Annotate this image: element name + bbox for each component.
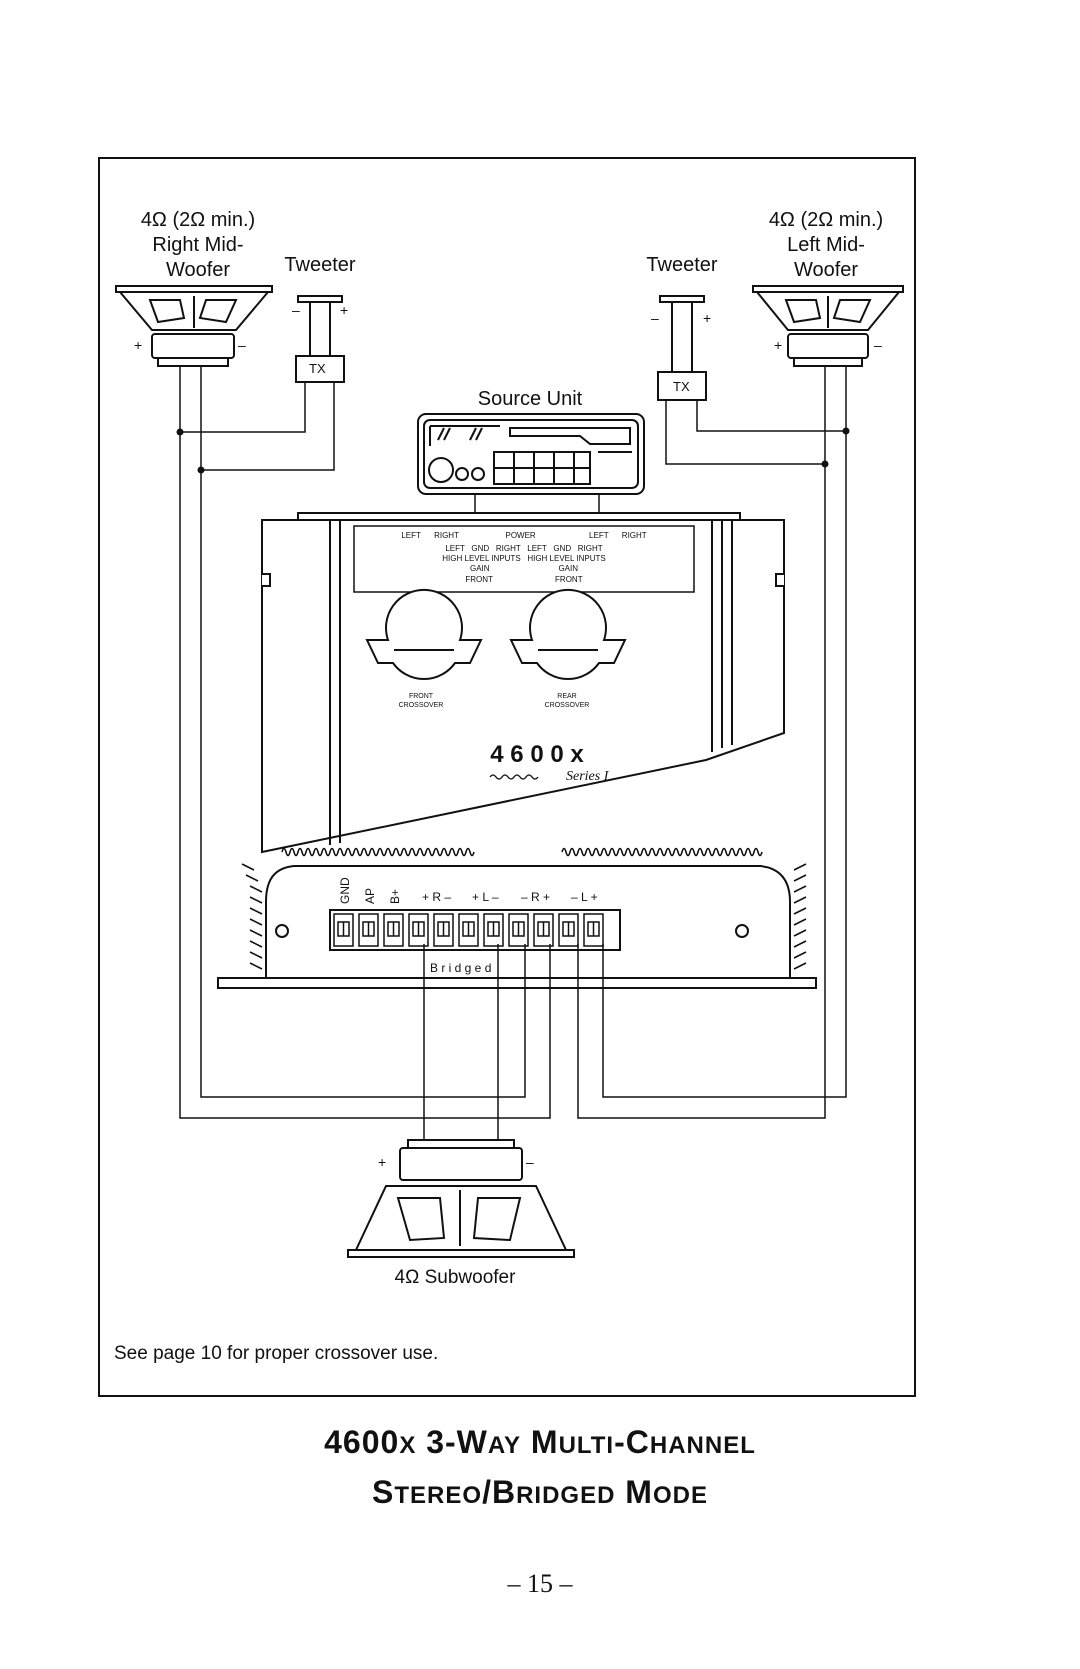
front-crossover-label-2: CROSSOVER [399, 702, 444, 709]
right-midwoofer-name-1: Right Mid- [152, 234, 244, 256]
title-segment: AY [487, 1432, 522, 1459]
title-segment: ODE [652, 1482, 708, 1509]
right-tweeter-icon [295, 295, 345, 383]
title-segment: X [399, 1432, 417, 1459]
right-tweeter-plus: + [340, 302, 349, 318]
right-tweeter-label: Tweeter [284, 254, 356, 276]
subwoofer-plus: + [378, 1154, 387, 1170]
left-tweeter-tx: TX [673, 379, 690, 394]
diagram-frame [98, 157, 916, 1397]
speaker-wires [179, 366, 847, 1140]
left-midwoofer-icon [752, 285, 904, 367]
left-midwoofer-minus: – [874, 337, 882, 353]
terminal-l1-label: + L – [472, 890, 499, 904]
amp-panel-row3: HIGH LEVEL INPUTS HIGH LEVEL INPUTS [442, 554, 605, 563]
front-crossover-label-1: FRONT [409, 693, 434, 700]
subwoofer-icon [347, 1139, 575, 1258]
terminal-gnd-label: GND [338, 877, 352, 904]
heatsink-fins [241, 847, 807, 970]
title-segment: M [521, 1424, 559, 1460]
right-midwoofer-impedance: 4Ω (2Ω min.) [140, 209, 256, 231]
amplifier-top-view [261, 512, 785, 854]
series-squiggle-icon [489, 774, 539, 780]
amp-series-label: Series I [566, 769, 610, 784]
amp-panel-labels: LEFT RIGHT POWER LEFT RIGHT LEFT GND RIG… [399, 531, 647, 709]
amp-panel-row2: LEFT GND RIGHT LEFT GND RIGHT [445, 544, 602, 553]
title-segment: S [372, 1474, 395, 1510]
bridged-label: B r i d g e d [430, 961, 491, 975]
right-tweeter-minus: – [292, 302, 300, 318]
title-segment: -C [614, 1424, 650, 1460]
right-midwoofer-minus: – [238, 337, 246, 353]
terminal-bplus-label: B+ [388, 889, 402, 904]
amp-panel-row1: LEFT RIGHT POWER LEFT RIGHT [401, 531, 646, 540]
rear-crossover-knob [509, 588, 627, 680]
amp-model-label: 4 6 0 0 x [490, 741, 584, 768]
amp-panel-row5: FRONT FRONT [465, 575, 582, 584]
title-segment: TEREO [394, 1482, 483, 1509]
terminal-labels: GND AP B+ + R – + L – – R + – L + B r i … [338, 877, 598, 975]
left-midwoofer-label: 4Ω (2Ω min.) Left Mid- Woofer [726, 208, 926, 283]
terminal-ap-label: AP [363, 888, 377, 904]
source-unit-icon [417, 413, 645, 495]
terminal-screws [333, 913, 604, 947]
left-midwoofer-impedance: 4Ω (2Ω min.) [768, 209, 884, 231]
title-segment: HANNEL [649, 1432, 756, 1459]
right-midwoofer-label: 4Ω (2Ω min.) Right Mid- Woofer [98, 208, 298, 283]
terminal-l2-label: – L + [571, 890, 598, 904]
title-segment: RIDGED [516, 1482, 616, 1509]
left-midwoofer-name-2: Woofer [793, 259, 859, 281]
title-segment: 4600 [324, 1424, 400, 1460]
page-title-line2: STEREO/BRIDGED MODE [0, 1474, 1080, 1511]
title-segment: ULTI [558, 1432, 615, 1459]
left-tweeter-plus: + [703, 310, 712, 326]
right-midwoofer-name-2: Woofer [165, 259, 231, 281]
amp-panel-row4: GAIN GAIN [470, 564, 578, 573]
title-segment: M [615, 1474, 653, 1510]
terminal-r2-label: – R + [521, 890, 550, 904]
left-tweeter-minus: – [651, 310, 659, 326]
rear-crossover-label-1: REAR [557, 693, 576, 700]
right-midwoofer-icon [115, 285, 273, 367]
rear-crossover-label-2: CROSSOVER [545, 702, 590, 709]
page-number: – 15 – [507, 1569, 573, 1598]
subwoofer-minus: – [526, 1154, 534, 1170]
right-midwoofer-plus: + [134, 337, 143, 353]
left-midwoofer-name-1: Left Mid- [787, 234, 865, 256]
right-tweeter-tx: TX [309, 361, 326, 376]
footnote: See page 10 for proper crossover use. [114, 1343, 439, 1364]
left-midwoofer-plus: + [774, 337, 783, 353]
wire-junctions [176, 427, 850, 474]
front-crossover-knob [365, 588, 483, 680]
left-tweeter-label: Tweeter [646, 254, 718, 276]
source-unit-label: Source Unit [477, 388, 583, 410]
page-title-line1: 4600X 3-WAY MULTI-CHANNEL [0, 1424, 1080, 1461]
title-segment: 3-W [416, 1424, 488, 1460]
subwoofer-label: 4Ω Subwoofer [394, 1267, 516, 1288]
terminal-r1-label: + R – [422, 890, 451, 904]
title-segment: /B [482, 1474, 517, 1510]
left-tweeter-icon [657, 295, 707, 401]
